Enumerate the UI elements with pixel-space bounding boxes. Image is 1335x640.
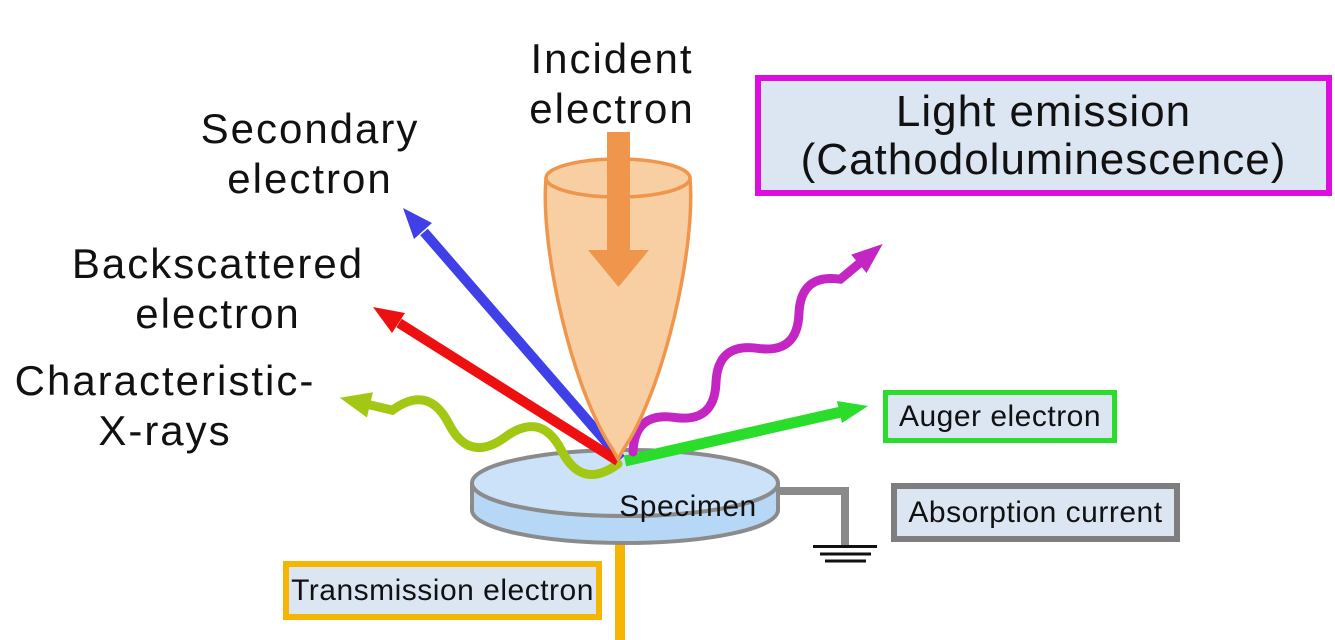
secondary-electron-label: Secondary electron <box>200 105 420 203</box>
characteristic-xrays-wavy-arrow <box>339 392 623 479</box>
backscattered-electron-label: Backscattered electron <box>71 240 365 338</box>
ground-wire <box>770 487 849 546</box>
cathodoluminescence-wavy-arrow <box>628 243 883 457</box>
secondary-electron-arrow <box>403 208 625 463</box>
specimen-label: Specimen <box>619 490 757 523</box>
absorption-current-box: Absorption current <box>891 483 1180 542</box>
light-emission-box: Light emission (Cathodoluminescence) <box>755 75 1332 196</box>
incident-beam-down-arrow <box>588 132 649 287</box>
ground-symbol <box>813 545 877 563</box>
backscattered-electron-arrow <box>373 307 621 466</box>
characteristic-xrays-label: Characteristic- X-rays <box>14 357 316 455</box>
auger-electron-arrow <box>623 401 868 467</box>
incident-electron-label: Incident electron <box>529 35 695 133</box>
transmission-electron-box: Transmission electron <box>283 561 602 620</box>
auger-electron-box: Auger electron <box>883 390 1117 443</box>
